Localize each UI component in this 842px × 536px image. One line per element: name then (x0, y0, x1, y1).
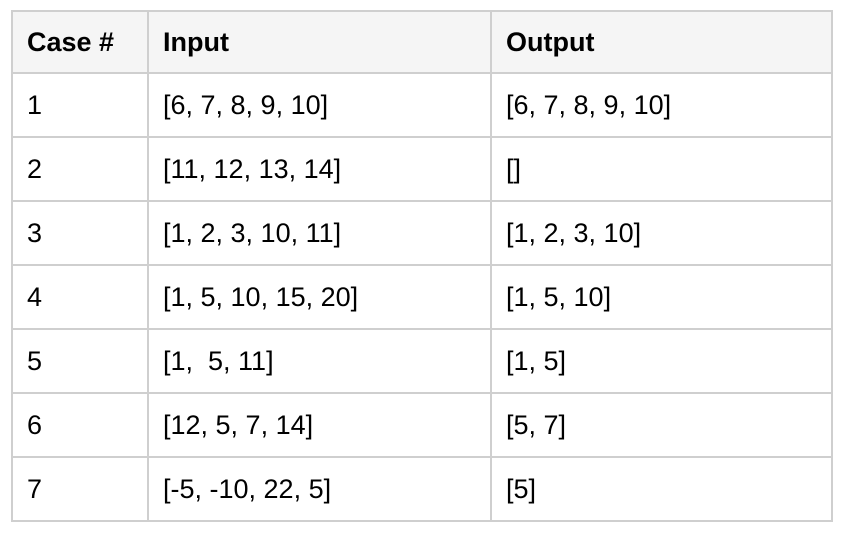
cell-output: [1, 2, 3, 10] (490, 200, 833, 266)
cell-input: [1, 2, 3, 10, 11] (147, 200, 492, 266)
cell-output: [6, 7, 8, 9, 10] (490, 72, 833, 138)
cell-case-number: 3 (11, 200, 149, 266)
table-row: 5 [1, 5, 11] [1, 5] (11, 328, 833, 394)
header-input: Input (147, 10, 492, 74)
cell-output: [1, 5, 10] (490, 264, 833, 330)
table-row: 6 [12, 5, 7, 14] [5, 7] (11, 392, 833, 458)
table-row: 1 [6, 7, 8, 9, 10] [6, 7, 8, 9, 10] (11, 72, 833, 138)
cell-case-number: 4 (11, 264, 149, 330)
cell-input: [6, 7, 8, 9, 10] (147, 72, 492, 138)
cell-case-number: 6 (11, 392, 149, 458)
cell-output: [5] (490, 456, 833, 522)
table-row: 3 [1, 2, 3, 10, 11] [1, 2, 3, 10] (11, 200, 833, 266)
cell-input: [-5, -10, 22, 5] (147, 456, 492, 522)
cell-output: [1, 5] (490, 328, 833, 394)
table-row: 4 [1, 5, 10, 15, 20] [1, 5, 10] (11, 264, 833, 330)
cell-output: [] (490, 136, 833, 202)
cell-case-number: 5 (11, 328, 149, 394)
table-row: 7 [-5, -10, 22, 5] [5] (11, 456, 833, 522)
cell-input: [1, 5, 10, 15, 20] (147, 264, 492, 330)
cell-case-number: 1 (11, 72, 149, 138)
cell-input: [12, 5, 7, 14] (147, 392, 492, 458)
table-header-row: Case # Input Output (11, 10, 833, 74)
header-output: Output (490, 10, 833, 74)
cell-case-number: 2 (11, 136, 149, 202)
table-row: 2 [11, 12, 13, 14] [] (11, 136, 833, 202)
cell-output: [5, 7] (490, 392, 833, 458)
cell-input: [1, 5, 11] (147, 328, 492, 394)
header-case-number: Case # (11, 10, 149, 74)
test-case-table: Case # Input Output 1 [6, 7, 8, 9, 10] [… (11, 10, 833, 522)
cell-case-number: 7 (11, 456, 149, 522)
test-case-table-container: Case # Input Output 1 [6, 7, 8, 9, 10] [… (11, 10, 833, 522)
cell-input: [11, 12, 13, 14] (147, 136, 492, 202)
